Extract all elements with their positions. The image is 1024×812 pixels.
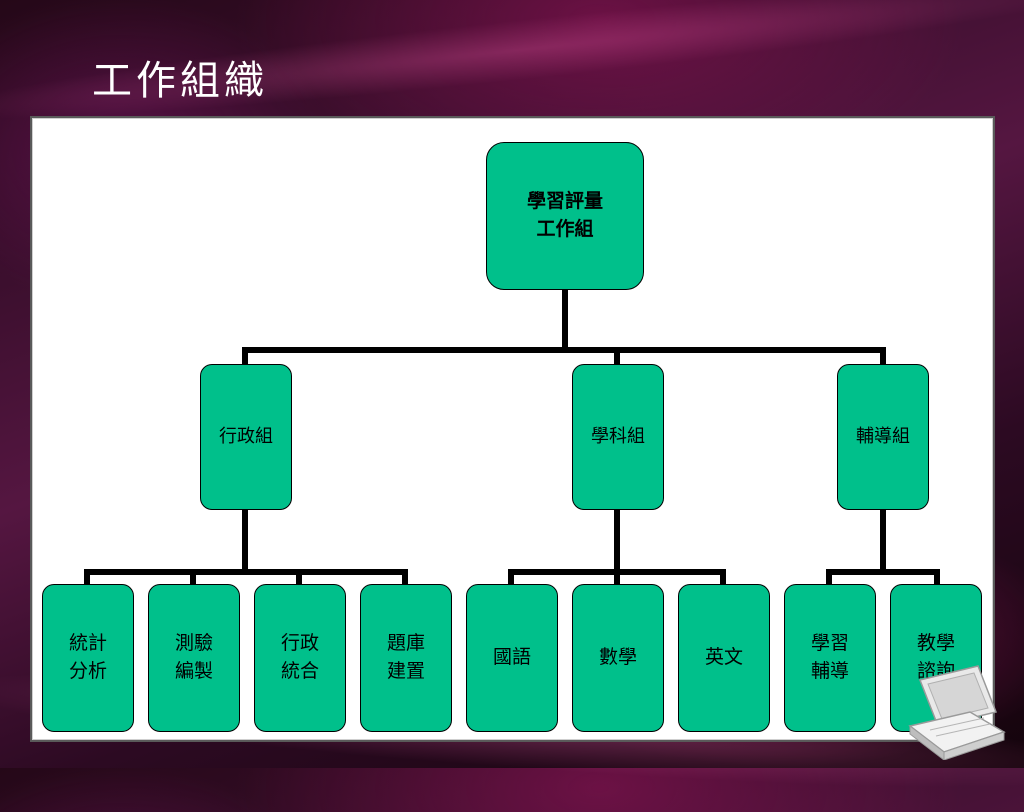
page-title: 工作組織 (92, 58, 268, 104)
leaf-node: 題庫 建置 (360, 584, 452, 732)
leaf-node: 數學 (572, 584, 664, 732)
leaf-node: 行政 統合 (254, 584, 346, 732)
leaf-node: 測驗 編製 (148, 584, 240, 732)
computer-icon (908, 665, 1006, 760)
leaf-label: 統計 分析 (68, 632, 107, 682)
leaf-node: 學習 輔導 (784, 584, 876, 732)
group-node-subject: 學科組 (572, 364, 664, 510)
group-label: 輔導組 (856, 425, 910, 447)
group-node-counseling: 輔導組 (837, 364, 929, 510)
group-node-admin: 行政組 (200, 364, 292, 510)
leaf-label: 測驗 編製 (174, 632, 213, 682)
leaf-label: 題庫 建置 (386, 632, 425, 682)
org-root-label: 學習評量 工作組 (526, 190, 603, 240)
leaf-node: 英文 (678, 584, 770, 732)
leaf-node: 統計 分析 (42, 584, 134, 732)
group-label: 行政組 (219, 425, 273, 447)
leaf-label: 行政 統合 (280, 632, 319, 682)
org-chart-connectors (84, 287, 940, 587)
leaf-label: 英文 (704, 646, 743, 669)
org-chart-panel: 學習評量 工作組 行政組 學科組 輔導組 統計 分析 測驗 編製 行政 統合 題… (30, 116, 995, 742)
group-label: 學科組 (591, 425, 645, 447)
leaf-label: 數學 (598, 646, 637, 669)
leaf-label: 國語 (492, 646, 531, 669)
org-root-node: 學習評量 工作組 (486, 142, 644, 290)
leaf-node: 國語 (466, 584, 558, 732)
leaf-label: 學習 輔導 (810, 632, 849, 682)
